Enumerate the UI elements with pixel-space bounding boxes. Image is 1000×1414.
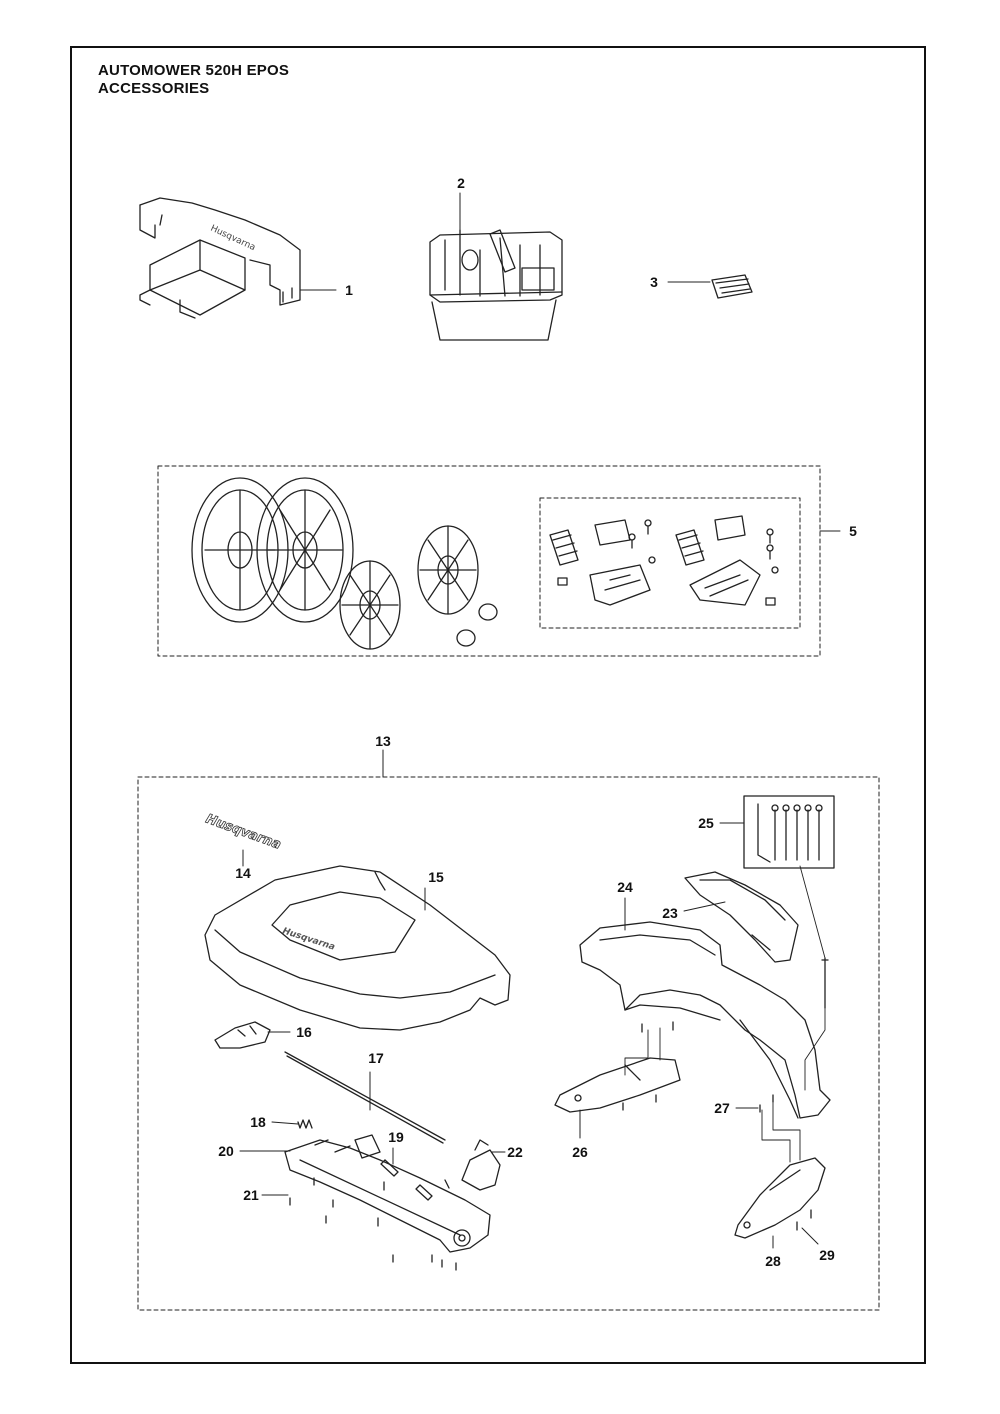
rod-drawing bbox=[284, 1051, 446, 1144]
callout-5: 5 bbox=[849, 523, 857, 539]
callout-23: 23 bbox=[662, 905, 678, 921]
drawing-frame bbox=[70, 46, 926, 1364]
callout-2: 2 bbox=[457, 175, 465, 191]
decal-logo-text: Husqvarna bbox=[204, 812, 283, 853]
callout-18: 18 bbox=[250, 1114, 266, 1130]
callout-16: 16 bbox=[296, 1024, 312, 1040]
terrain-wheels-drawing bbox=[191, 477, 498, 650]
group-boxes bbox=[137, 465, 880, 1311]
pins-drawing bbox=[380, 1159, 450, 1201]
front-skid-drawing bbox=[554, 1021, 681, 1113]
assembly-lines bbox=[624, 865, 826, 1163]
latch-drawing bbox=[214, 1021, 271, 1049]
bumper-frame-drawing bbox=[579, 921, 831, 1119]
logo-decal-drawing: Husqvarna bbox=[203, 811, 283, 853]
callout-19: 19 bbox=[388, 1129, 404, 1145]
terrain-hardware-drawing bbox=[549, 515, 779, 606]
callout-26: 26 bbox=[572, 1144, 588, 1160]
frame-screws-drawing bbox=[289, 1177, 457, 1271]
callout-25: 25 bbox=[698, 815, 714, 831]
callout-29: 29 bbox=[819, 1247, 835, 1263]
callout-3: 3 bbox=[650, 274, 658, 290]
wall-hanger-drawing: Husqvarna bbox=[139, 197, 301, 319]
callout-1: 1 bbox=[345, 282, 353, 298]
body-cover-drawing: Husqvarna bbox=[204, 865, 511, 1031]
handle-cover-drawing bbox=[684, 871, 799, 963]
callout-15: 15 bbox=[428, 869, 444, 885]
catch-drawing bbox=[461, 1139, 501, 1191]
callout-14: 14 bbox=[235, 865, 251, 881]
screw-set-drawing bbox=[743, 795, 835, 1009]
callout-28: 28 bbox=[765, 1253, 781, 1269]
spring-drawing bbox=[297, 1119, 313, 1129]
callout-22: 22 bbox=[507, 1144, 523, 1160]
hanger-logo-text: Husqvarna bbox=[209, 224, 257, 254]
callout-24: 24 bbox=[617, 879, 633, 895]
callout-20: 20 bbox=[218, 1143, 234, 1159]
callout-27: 27 bbox=[714, 1100, 730, 1116]
section-title: ACCESSORIES bbox=[98, 80, 210, 97]
mounting-frame-drawing bbox=[284, 1134, 491, 1253]
brush-drawing bbox=[711, 274, 753, 299]
rear-skid-drawing bbox=[734, 1094, 826, 1239]
kit-box-drawing bbox=[429, 229, 563, 341]
callout-13: 13 bbox=[375, 733, 391, 749]
callout-17: 17 bbox=[368, 1050, 384, 1066]
model-title: AUTOMOWER 520H EPOS bbox=[98, 62, 290, 79]
callout-21: 21 bbox=[243, 1187, 259, 1203]
leader-lines bbox=[239, 192, 841, 1249]
